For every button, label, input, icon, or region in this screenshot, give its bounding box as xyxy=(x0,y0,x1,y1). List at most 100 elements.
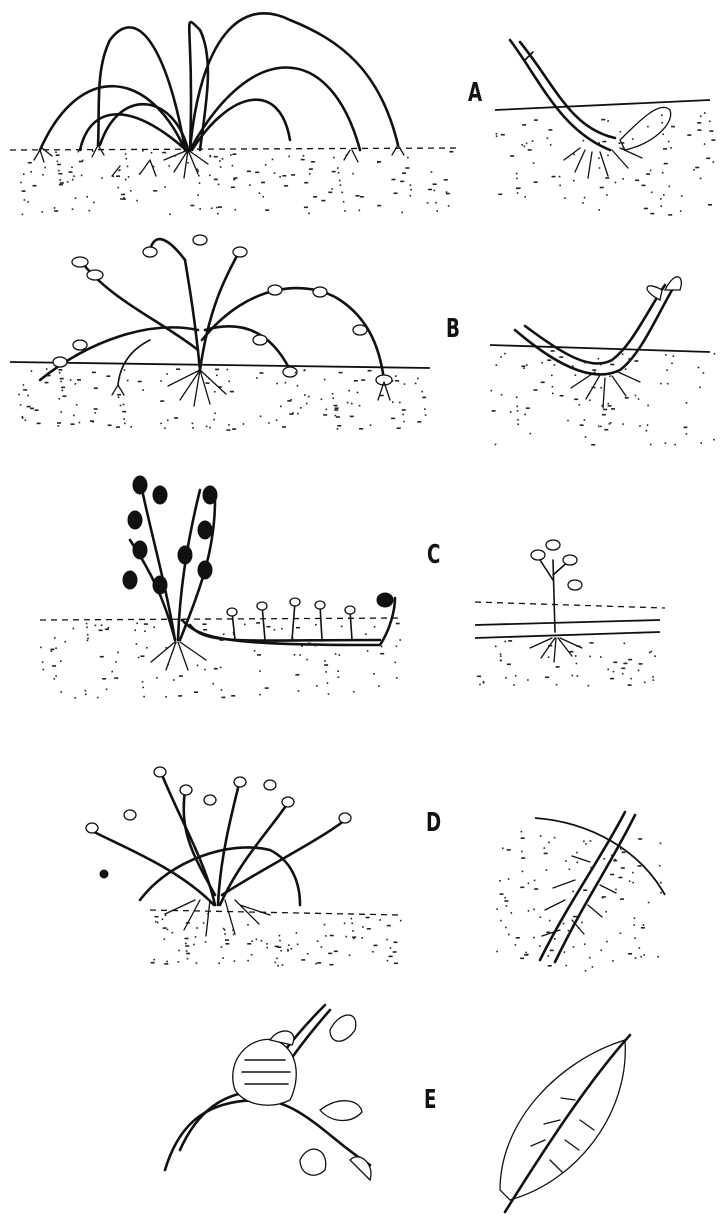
soil-speck xyxy=(230,391,234,393)
soil-speck xyxy=(666,369,668,371)
soil-speck xyxy=(610,874,614,876)
soil-speck xyxy=(615,889,617,891)
soil-speck xyxy=(207,913,209,915)
soil-speck xyxy=(195,936,197,938)
soil-speck xyxy=(516,397,518,399)
soil-speck xyxy=(209,175,211,177)
soil-speck xyxy=(120,198,122,200)
soil-speck xyxy=(623,147,625,149)
soil-speck xyxy=(630,678,632,680)
soil-speck xyxy=(401,212,403,214)
soil-speck xyxy=(652,676,654,678)
soil-speck xyxy=(307,643,311,645)
soil-speck xyxy=(500,660,502,662)
soil-speck xyxy=(142,150,144,152)
soil-speck xyxy=(335,415,337,417)
soil-speck xyxy=(284,185,288,187)
soil-speck xyxy=(92,421,94,423)
soil-speck xyxy=(547,137,549,139)
soil-speck xyxy=(583,841,585,843)
soil-speck xyxy=(116,175,120,177)
soil-speck xyxy=(61,691,63,693)
soil-speck xyxy=(22,214,24,216)
soil-speck xyxy=(136,200,138,202)
soil-speck xyxy=(620,933,622,935)
soil-speck xyxy=(59,372,61,374)
soil-speck xyxy=(223,633,225,635)
soil-speck xyxy=(404,383,406,385)
panel-c-dark-leaves xyxy=(123,476,393,607)
soil-speck xyxy=(275,641,277,643)
soil-speck xyxy=(669,186,671,188)
soil-speck xyxy=(156,677,158,679)
soil-speck xyxy=(534,888,538,890)
soil-speck xyxy=(351,403,353,405)
soil-speck xyxy=(602,897,604,899)
soil-speck xyxy=(164,427,166,429)
soil-speck xyxy=(448,205,450,207)
soil-speck xyxy=(407,157,409,159)
soil-speck xyxy=(713,161,715,163)
soil-speck xyxy=(554,938,556,940)
soil-speck xyxy=(308,396,310,398)
soil-speck xyxy=(192,423,194,425)
soil-speck xyxy=(230,154,232,156)
soil-speck xyxy=(556,666,560,668)
soil-speck xyxy=(576,852,578,854)
soil-speck xyxy=(639,947,641,949)
soil-speck xyxy=(22,417,24,419)
soil-speck xyxy=(44,167,46,169)
soil-speck xyxy=(42,211,44,213)
soil-speck xyxy=(267,947,269,949)
soil-speck xyxy=(516,406,518,408)
soil-speck xyxy=(621,668,625,670)
soil-speck xyxy=(549,920,551,922)
soil-speck xyxy=(601,405,603,407)
soil-speck xyxy=(394,942,398,944)
soil-speck xyxy=(602,414,606,416)
soil-speck xyxy=(524,196,526,198)
soil-speck xyxy=(400,181,404,183)
soil-speck xyxy=(387,960,389,962)
soil-speck xyxy=(600,364,602,366)
soil-speck xyxy=(564,197,566,199)
soil-speck xyxy=(400,920,402,922)
soil-speck xyxy=(118,170,120,172)
soil-speck xyxy=(508,878,510,880)
soil-speck xyxy=(644,208,648,210)
soil-speck xyxy=(528,910,530,912)
soil-speck xyxy=(261,182,265,184)
soil-speck xyxy=(23,389,27,391)
soil-speck xyxy=(219,160,221,162)
soil-speck xyxy=(301,645,303,647)
soil-speck xyxy=(501,394,503,396)
soil-speck xyxy=(521,837,525,839)
soil-speck xyxy=(578,927,580,929)
soil-speck xyxy=(402,172,406,174)
soil-speck xyxy=(294,654,296,656)
soil-speck xyxy=(500,653,502,655)
soil-speck xyxy=(556,684,558,686)
soil-speck xyxy=(130,190,132,192)
soil-speck xyxy=(185,945,189,947)
soil-speck xyxy=(186,953,190,955)
soil-speck xyxy=(144,623,148,625)
soil-speck xyxy=(254,650,256,652)
soil-speck xyxy=(304,182,308,184)
soil-speck xyxy=(225,943,229,945)
soil-speck xyxy=(345,936,347,938)
soil-speck xyxy=(573,154,575,156)
soil-speck xyxy=(102,678,106,680)
soil-speck xyxy=(92,372,96,374)
soil-speck xyxy=(217,213,219,215)
soil-speck xyxy=(303,370,305,372)
soil-speck xyxy=(232,165,234,167)
soil-speck xyxy=(335,407,339,409)
soil-speck xyxy=(296,932,298,934)
soil-speck xyxy=(393,951,397,953)
soil-speck xyxy=(613,671,615,673)
soil-speck xyxy=(651,192,653,194)
soil-speck xyxy=(377,205,381,207)
soil-speck xyxy=(174,417,178,419)
soil-speck xyxy=(214,391,216,393)
